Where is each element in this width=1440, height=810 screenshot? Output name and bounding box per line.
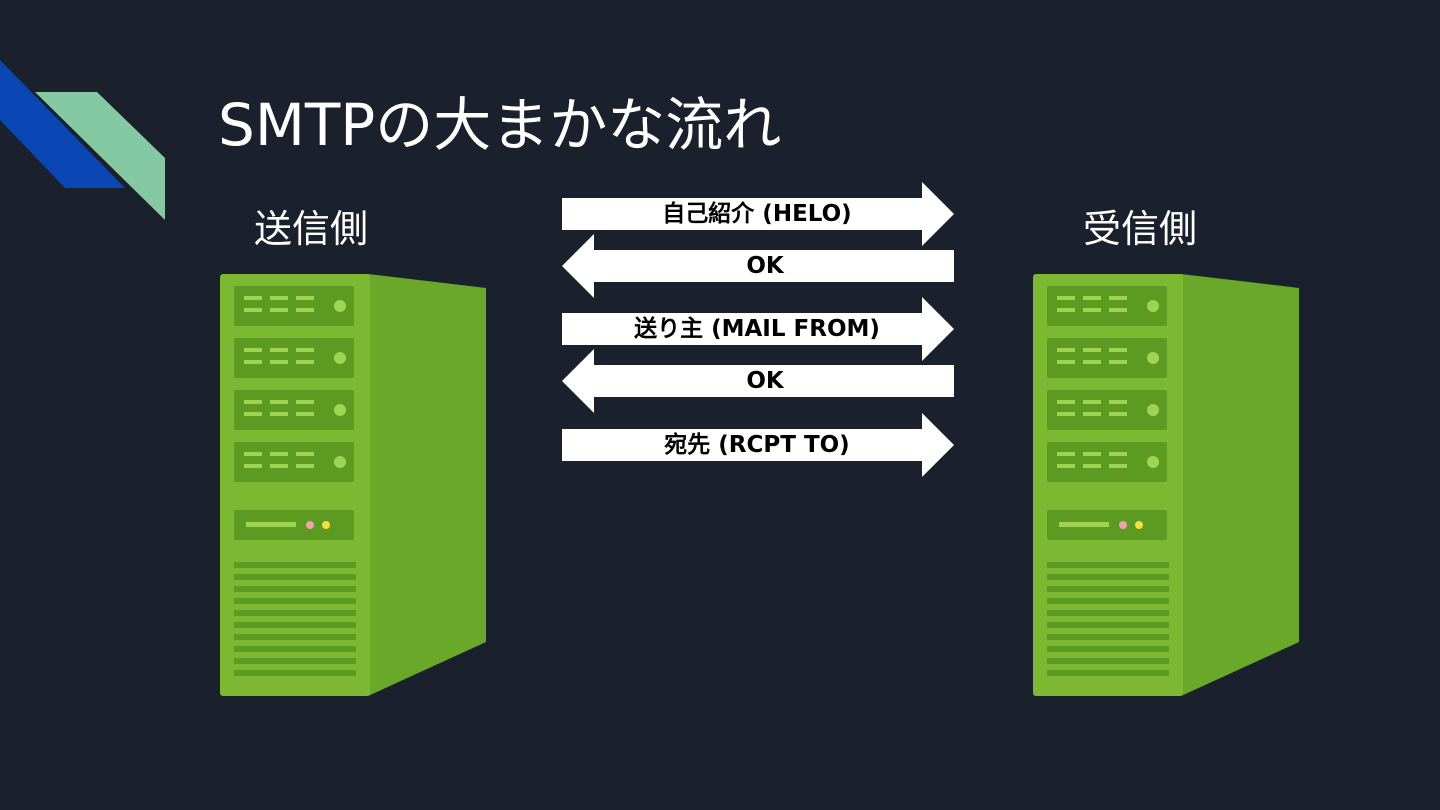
right-arrow-icon	[562, 297, 954, 361]
sender-label: 送信側	[254, 207, 369, 251]
step-label: 送り主 (MAIL FROM)	[634, 316, 880, 342]
step-mail-from-arrow: 送り主 (MAIL FROM)	[562, 297, 962, 361]
step-label: OK	[746, 253, 784, 279]
receiver-server-icon	[1033, 274, 1299, 696]
step-label: 宛先 (RCPT TO)	[664, 432, 850, 458]
step-label: 自己紹介 (HELO)	[662, 201, 852, 227]
right-arrow-icon	[562, 182, 954, 246]
slide-title: SMTPの大まかな流れ	[218, 91, 782, 159]
corner-decoration	[0, 60, 165, 220]
step-label: OK	[746, 368, 784, 394]
left-arrow-icon	[562, 234, 954, 298]
sender-server-icon	[220, 274, 486, 696]
left-arrow-icon	[562, 349, 954, 413]
step-rcpt-to-arrow: 宛先 (RCPT TO)	[562, 413, 962, 477]
step-ok-arrow: OK	[562, 234, 962, 298]
step-helo-arrow: 自己紹介 (HELO)	[562, 182, 962, 246]
receiver-label: 受信側	[1083, 207, 1198, 251]
right-arrow-icon	[562, 413, 954, 477]
step-ok-arrow: OK	[562, 349, 962, 413]
